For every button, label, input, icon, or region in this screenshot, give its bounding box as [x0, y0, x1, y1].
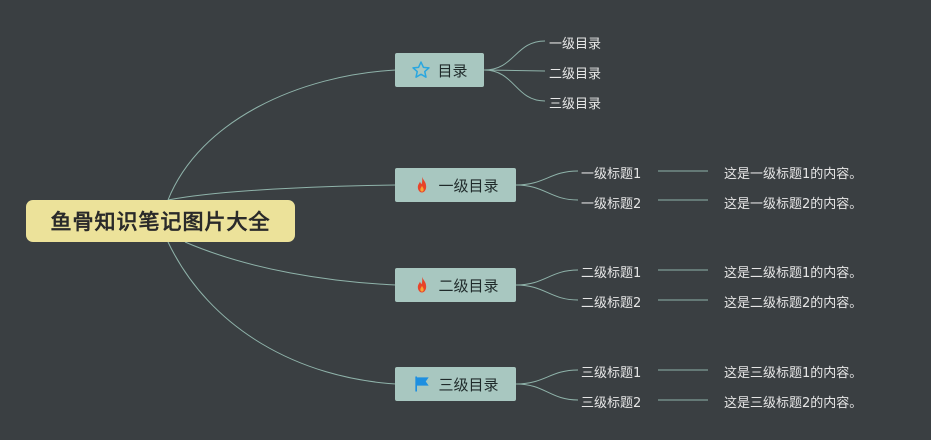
root-node[interactable]: 鱼骨知识笔记图片大全	[26, 200, 295, 242]
root-title: 鱼骨知识笔记图片大全	[50, 210, 271, 234]
level1-title-2[interactable]: 一级标题2	[581, 197, 642, 212]
level2-title-1[interactable]: 二级标题1	[581, 266, 642, 281]
branch-toc-label: 目录	[437, 61, 468, 80]
branch-level2-label: 二级目录	[438, 276, 499, 295]
branch-level1[interactable]: 一级目录	[395, 168, 516, 202]
branch-level3-label: 三级目录	[438, 375, 499, 394]
level1-title-1[interactable]: 一级标题1	[581, 167, 642, 182]
level2-content-1[interactable]: 这是二级标题1的内容。	[724, 266, 863, 281]
flag-icon	[412, 374, 432, 394]
toc-item-3[interactable]: 三级目录	[549, 97, 602, 112]
level1-content-1[interactable]: 这是一级标题1的内容。	[724, 167, 863, 182]
toc-item-1[interactable]: 一级目录	[549, 37, 602, 52]
star-icon	[411, 60, 431, 80]
level3-content-2[interactable]: 这是三级标题2的内容。	[724, 396, 863, 411]
level1-content-2[interactable]: 这是一级标题2的内容。	[724, 197, 863, 212]
level3-title-2[interactable]: 三级标题2	[581, 396, 642, 411]
level2-content-2[interactable]: 这是二级标题2的内容。	[724, 296, 863, 311]
branch-level1-label: 一级目录	[438, 176, 499, 195]
branch-level3[interactable]: 三级目录	[395, 367, 516, 401]
branch-toc[interactable]: 目录	[395, 53, 484, 87]
fire-icon	[412, 275, 432, 295]
branch-level2[interactable]: 二级目录	[395, 268, 516, 302]
level3-content-1[interactable]: 这是三级标题1的内容。	[724, 366, 863, 381]
fire-icon	[412, 175, 432, 195]
level2-title-2[interactable]: 二级标题2	[581, 296, 642, 311]
level3-title-1[interactable]: 三级标题1	[581, 366, 642, 381]
toc-item-2[interactable]: 二级目录	[549, 67, 602, 82]
